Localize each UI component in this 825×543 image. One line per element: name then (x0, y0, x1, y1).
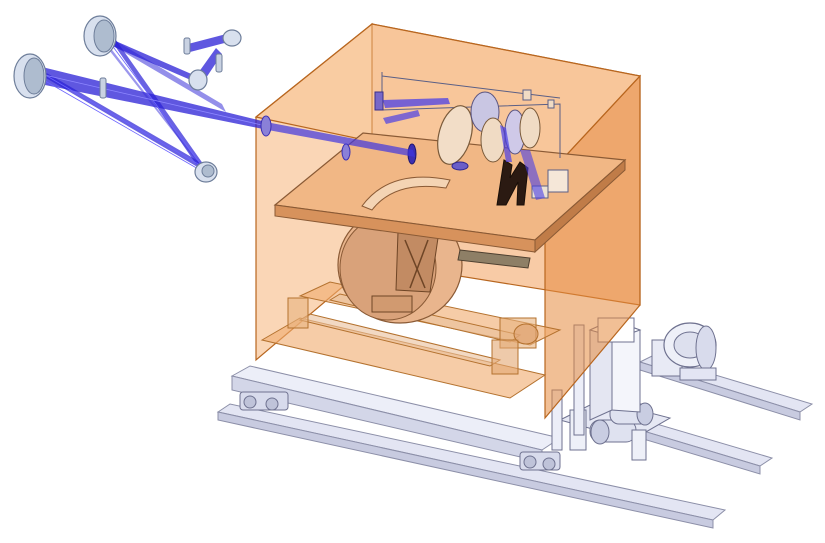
frame-post (287, 297, 309, 329)
roller-end (590, 419, 610, 445)
cable-reel (651, 322, 717, 381)
periscope-mirrors (13, 15, 272, 183)
lens-element (519, 107, 541, 149)
rail-blocks (239, 391, 561, 471)
mirror (83, 15, 117, 57)
mirror-mount (547, 99, 555, 109)
roller-end (636, 402, 654, 426)
beam-bundle (500, 125, 512, 162)
frame-post (491, 339, 519, 375)
table-edge-right (534, 158, 626, 254)
mirror-rim (188, 69, 208, 91)
mirror-mount (183, 37, 191, 55)
mirror-mount (99, 77, 107, 99)
mirror-mount (215, 53, 223, 73)
ray (107, 39, 203, 167)
beam-bundle (98, 36, 206, 172)
rail-wheel (542, 457, 556, 471)
optical-table (273, 132, 627, 269)
input-port (341, 143, 351, 161)
lens-element (437, 105, 473, 165)
mirror-face (23, 57, 45, 95)
rail-wheel (243, 395, 257, 409)
rail-wheel (265, 397, 279, 411)
beam-bundle (266, 122, 415, 157)
lens-element (480, 117, 506, 163)
optical-components (341, 72, 569, 206)
mirror-face (93, 19, 115, 53)
ray (39, 71, 206, 169)
mirror-rim (222, 29, 242, 47)
frame-bar (260, 317, 547, 399)
entrance-window (260, 115, 272, 137)
frame-bearing (513, 323, 539, 345)
bracket (631, 429, 647, 461)
beam-bundle (104, 34, 226, 112)
mirror-mount (522, 89, 532, 101)
mirror (188, 69, 208, 91)
beam-bundle (104, 36, 200, 84)
rail-front-side (217, 411, 714, 529)
beam-bundle (383, 110, 420, 124)
mirror-face (201, 164, 215, 178)
reel-clamp (679, 367, 717, 381)
table-underside (457, 249, 531, 269)
drum-cover (361, 176, 451, 211)
beam-bundle (383, 98, 450, 108)
mirror (222, 29, 242, 47)
ray (39, 73, 267, 127)
rail-wheel (523, 455, 537, 469)
drum-strut (404, 239, 426, 289)
stage-block (547, 169, 569, 193)
drum-strut (409, 239, 429, 289)
input-port (451, 161, 469, 171)
beam-bundle (520, 150, 545, 200)
mirror (13, 53, 47, 99)
mirror (194, 161, 218, 183)
drum-axle (371, 295, 413, 313)
laser-beam-path (38, 30, 545, 200)
drum-bracket (395, 231, 439, 293)
mirror-mount (374, 91, 384, 111)
ray (39, 77, 201, 171)
reel-side (695, 325, 717, 371)
beam-bundle (104, 30, 206, 168)
